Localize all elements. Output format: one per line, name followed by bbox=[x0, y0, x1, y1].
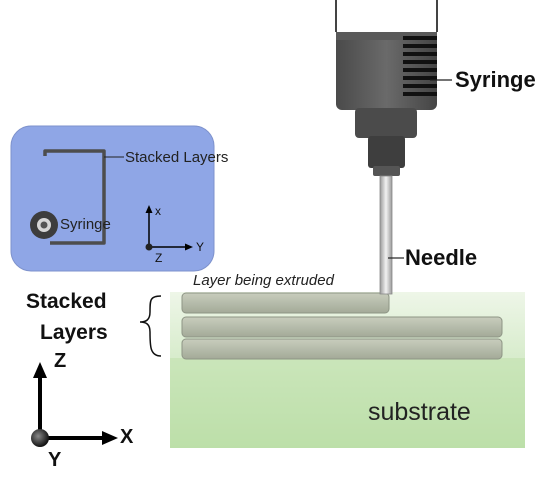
syringe-label: Syringe bbox=[455, 67, 536, 92]
needle bbox=[379, 175, 393, 295]
substrate-label: substrate bbox=[368, 398, 471, 426]
inset-panel bbox=[10, 125, 215, 272]
main-axes bbox=[31, 362, 118, 447]
needle-label: Needle bbox=[405, 245, 478, 270]
x-axis-arrowhead bbox=[102, 431, 118, 445]
stacked-layers-label-line1: Stacked bbox=[26, 290, 107, 313]
z-axis-arrowhead bbox=[33, 362, 47, 378]
syringe bbox=[335, 0, 438, 176]
axis-y-label: Y bbox=[48, 449, 62, 471]
inset-path bbox=[43, 149, 106, 245]
syringe-graduations bbox=[403, 36, 437, 96]
inset-axis-y-label: Y bbox=[196, 240, 205, 254]
substrate bbox=[170, 292, 525, 448]
stacked-layers-brace bbox=[139, 295, 162, 357]
inset-syringe-center bbox=[40, 221, 48, 229]
y-axis-dot bbox=[31, 429, 49, 447]
axis-x-label: X bbox=[120, 426, 134, 448]
inset-axis-x-label: x bbox=[155, 204, 161, 218]
stacked-layers-label-line2: Layers bbox=[40, 321, 108, 344]
inset-axes bbox=[145, 205, 193, 251]
layer-being-extruded-label: Layer being extruded bbox=[193, 272, 334, 289]
stacked-layers bbox=[181, 292, 503, 360]
inset-syringe-label: Syringe bbox=[60, 216, 111, 233]
layer-being-extruded-shape bbox=[181, 292, 390, 314]
inset-axis-z-label: Z bbox=[155, 251, 163, 265]
axis-z-label: Z bbox=[54, 350, 67, 372]
inset-stacked-layers-label: Stacked Layers bbox=[125, 149, 229, 166]
